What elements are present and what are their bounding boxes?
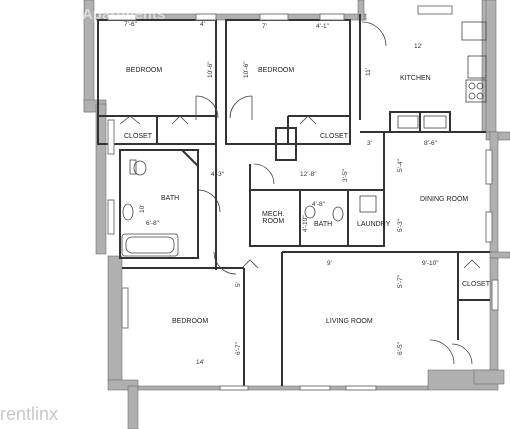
fixtures bbox=[121, 21, 487, 257]
room-label-laundry: LAUNDRY bbox=[357, 221, 391, 228]
dimension-label: 5' bbox=[235, 282, 242, 287]
door-swings bbox=[119, 21, 481, 365]
windows bbox=[107, 5, 499, 391]
interior-walls bbox=[97, 14, 490, 386]
dimension-label: 7' bbox=[262, 23, 267, 30]
room-label-bedroom-top-mid: BEDROOM bbox=[258, 67, 295, 74]
room-label-dining-room: DINING ROOM bbox=[420, 196, 469, 203]
room-label-closet-top-left: CLOSET bbox=[124, 133, 153, 140]
dimension-label: 12'-8" bbox=[300, 171, 317, 178]
room-label-closet-right: CLOSET bbox=[462, 281, 491, 288]
dimension-label: 11' bbox=[365, 68, 372, 76]
dimension-label: 8'-6" bbox=[424, 140, 437, 147]
dimension-label: 5'-4" bbox=[397, 159, 404, 172]
dimension-label: 4'-8" bbox=[312, 201, 325, 208]
dimension-label: 10'-6" bbox=[243, 61, 250, 78]
dimension-label: 7'-6" bbox=[124, 21, 137, 28]
dimension-label: 4' bbox=[200, 21, 205, 28]
dimension-label: 6'-5" bbox=[397, 342, 404, 355]
watermark-bottom: rentlinx bbox=[0, 404, 59, 424]
room-label-bath-small: BATH bbox=[314, 221, 333, 228]
dimension-label: 3' bbox=[367, 140, 372, 147]
dimension-label: 14' bbox=[196, 359, 205, 366]
watermark-top: City Apartments bbox=[50, 6, 166, 23]
dimension-label: 6'-8" bbox=[146, 220, 159, 227]
dimension-label: 10' bbox=[139, 204, 146, 213]
dimension-label: 4'-1" bbox=[316, 23, 329, 30]
room-label-living-room: LIVING ROOM bbox=[326, 318, 373, 325]
dimension-label: 6'-7" bbox=[235, 342, 242, 355]
dimension-label: 9' bbox=[327, 260, 332, 267]
dimension-label: 4'-3" bbox=[211, 171, 224, 178]
room-label-kitchen: KITCHEN bbox=[400, 75, 431, 82]
dimension-label: 3'-5" bbox=[342, 169, 349, 182]
exterior-walls bbox=[83, 0, 510, 429]
dimension-label: 5'-3" bbox=[397, 219, 404, 232]
room-label-mech-room: MECH. ROOM bbox=[262, 211, 285, 225]
room-label-bedroom-top-left: BEDROOM bbox=[126, 67, 163, 74]
room-label-closet-top-mid: CLOSET bbox=[320, 133, 349, 140]
room-label-bath-main: BATH bbox=[161, 195, 180, 202]
dimension-label: 5'-7" bbox=[397, 275, 404, 288]
dimension-label: 12' bbox=[414, 43, 423, 50]
room-label-bedroom-bottom: BEDROOM bbox=[172, 318, 209, 325]
dimension-label: 4'-10" bbox=[302, 215, 309, 232]
dimension-label: 9'-10" bbox=[422, 260, 439, 267]
dimension-label: 10'-6" bbox=[207, 61, 214, 78]
